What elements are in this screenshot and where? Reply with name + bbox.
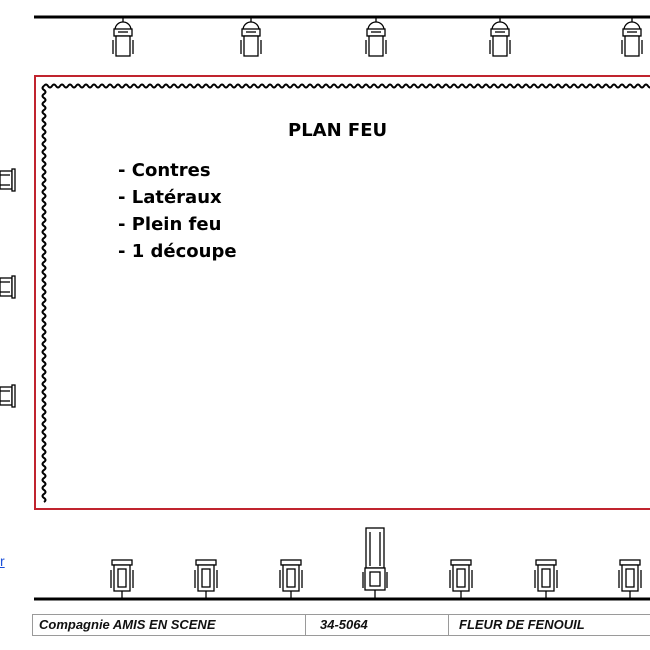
side-projector-icon <box>0 384 16 408</box>
stage-outline <box>34 75 650 510</box>
title-block: Compagnie AMIS EN SCENE 34-5064 FLEUR DE… <box>32 614 650 636</box>
list-item: - Plein feu <box>118 214 222 235</box>
side-curtain <box>41 85 47 503</box>
fresnel-projector-icon <box>621 17 643 57</box>
company-name: Compagnie AMIS EN SCENE <box>33 615 306 635</box>
pc-projector-icon <box>449 559 473 599</box>
show-code: 34-5064 <box>306 615 449 635</box>
backdrop-curtain <box>43 83 650 89</box>
fresnel-projector-icon <box>365 17 387 57</box>
side-projector-icon <box>0 275 16 299</box>
plan-title: PLAN FEU <box>288 120 388 141</box>
fresnel-projector-icon <box>112 17 134 57</box>
profile-spot-icon <box>362 527 388 599</box>
list-item: - Contres <box>118 160 211 181</box>
pc-projector-icon <box>534 559 558 599</box>
pc-projector-icon <box>279 559 303 599</box>
fresnel-projector-icon <box>489 17 511 57</box>
show-title: FLEUR DE FENOUIL <box>459 617 585 632</box>
list-item: - Latéraux <box>118 187 222 208</box>
side-projector-icon <box>0 168 16 192</box>
pc-projector-icon <box>194 559 218 599</box>
pc-projector-icon <box>618 559 642 599</box>
pc-projector-icon <box>110 559 134 599</box>
side-link[interactable]: r <box>0 553 5 569</box>
list-item: - 1 découpe <box>118 241 237 262</box>
fresnel-projector-icon <box>240 17 262 57</box>
